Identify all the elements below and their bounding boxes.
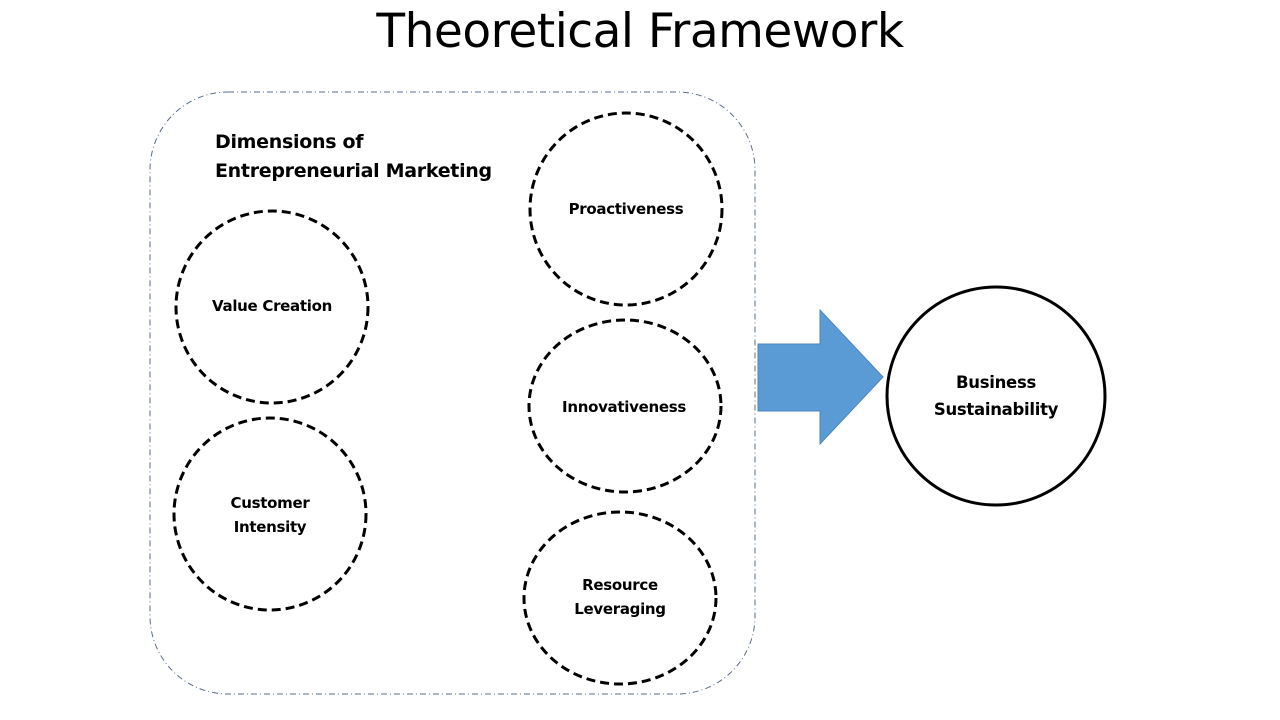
resource-leveraging-label: Resource Leveraging <box>574 576 666 618</box>
group-label-line2: Entrepreneurial Marketing <box>215 160 492 182</box>
dimension-node-resource-leveraging <box>522 510 718 686</box>
innovativeness-label: Innovativeness <box>562 398 686 416</box>
group-label-line1: Dimensions of <box>215 131 364 153</box>
dimension-node-customer-intensity <box>172 416 368 612</box>
dimensions-group-label: Dimensions of Entrepreneurial Marketing <box>215 128 492 186</box>
dimension-node-innovativeness <box>527 318 723 494</box>
value-creation-label: Value Creation <box>212 297 332 315</box>
right-arrow-icon <box>757 308 884 446</box>
proactiveness-label: Proactiveness <box>568 200 684 218</box>
page-title: Theoretical Framework <box>376 4 904 59</box>
dimension-node-value-creation <box>174 209 370 405</box>
outcome-node-business-sustainability <box>885 285 1107 507</box>
customer-intensity-label: Customer Intensity <box>230 494 310 536</box>
dimensions-group-container <box>149 91 756 695</box>
business-sustainability-label: Business Sustainability <box>933 373 1059 419</box>
dimension-node-proactiveness <box>528 111 724 307</box>
